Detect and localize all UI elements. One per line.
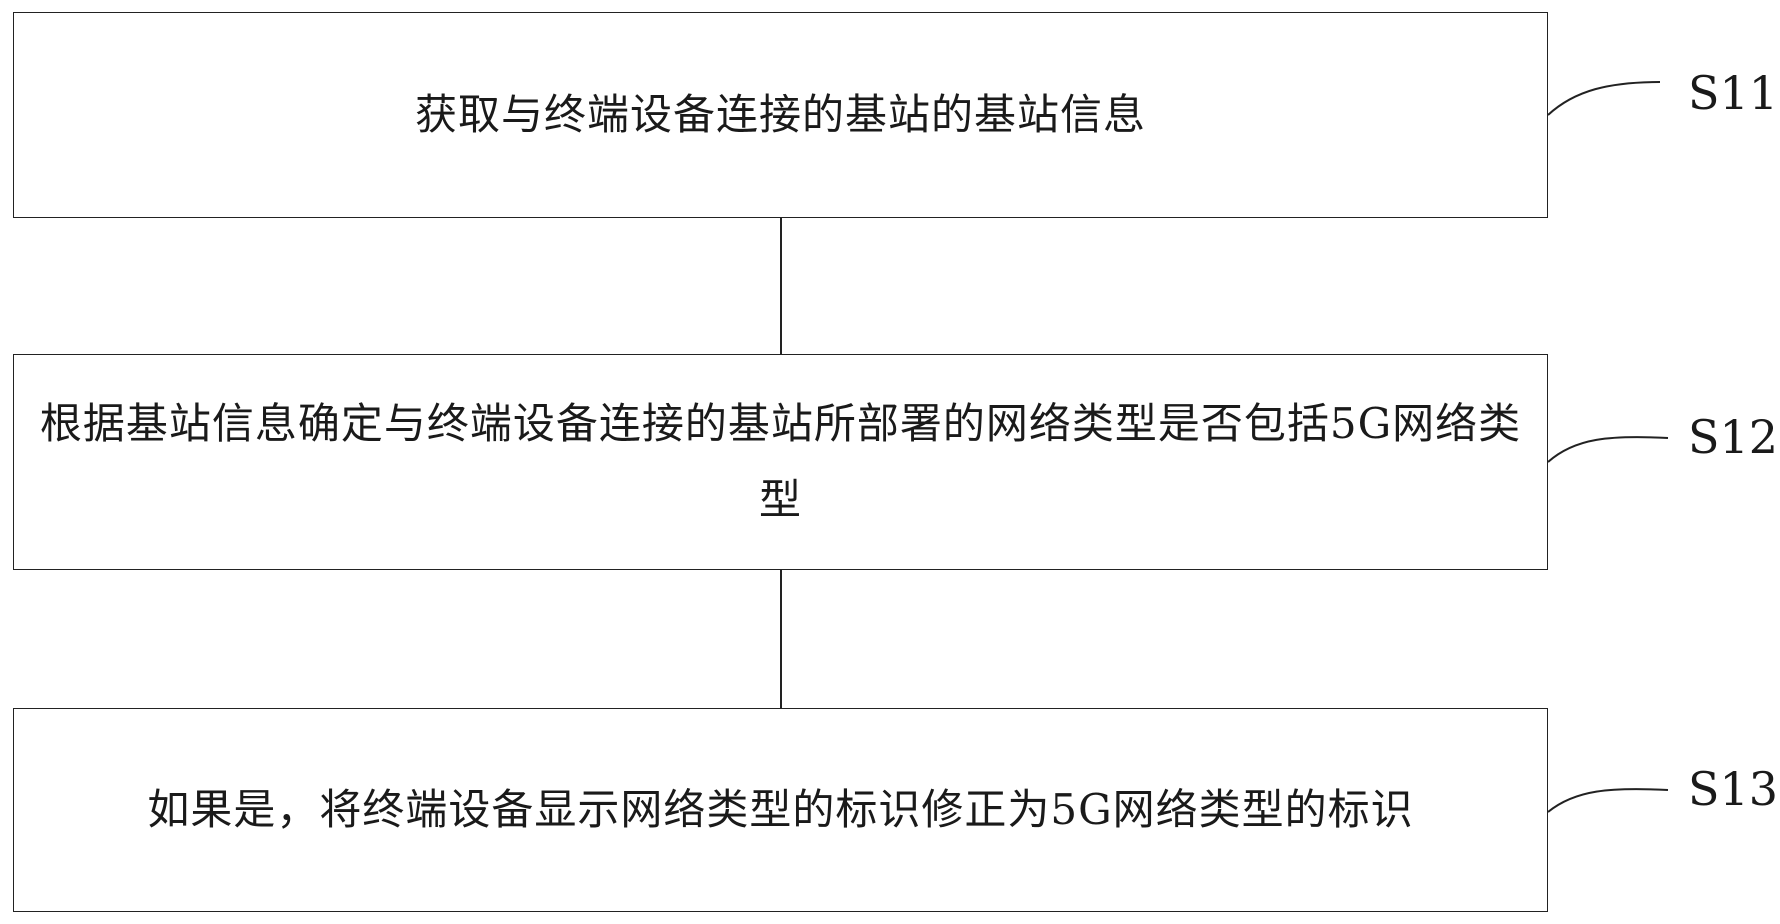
step-box-s13: 如果是，将终端设备显示网络类型的标识修正为5G网络类型的标识 bbox=[13, 708, 1548, 912]
step-text-s11: 获取与终端设备连接的基站的基站信息 bbox=[414, 90, 1146, 139]
step-label-s12: S12 bbox=[1688, 410, 1779, 464]
step-box-s12: 根据基站信息确定与终端设备连接的基站所部署的网络类型是否包括5G网络类型 bbox=[13, 354, 1548, 570]
step-text-s12: 根据基站信息确定与终端设备连接的基站所部署的网络类型是否包括5G网络类型 bbox=[39, 399, 1522, 524]
step-box-s11: 获取与终端设备连接的基站的基站信息 bbox=[13, 12, 1548, 218]
step-label-s13: S13 bbox=[1688, 762, 1779, 816]
connector-s11-s12 bbox=[780, 218, 782, 366]
connector-s12-s13 bbox=[780, 570, 782, 720]
step-text-s13: 如果是，将终端设备显示网络类型的标识修正为5G网络类型的标识 bbox=[147, 785, 1414, 834]
leader-line-s11 bbox=[1547, 81, 1661, 116]
leader-line-s13 bbox=[1547, 788, 1669, 813]
step-label-s11: S11 bbox=[1688, 66, 1779, 120]
leader-line-s12 bbox=[1547, 436, 1669, 463]
